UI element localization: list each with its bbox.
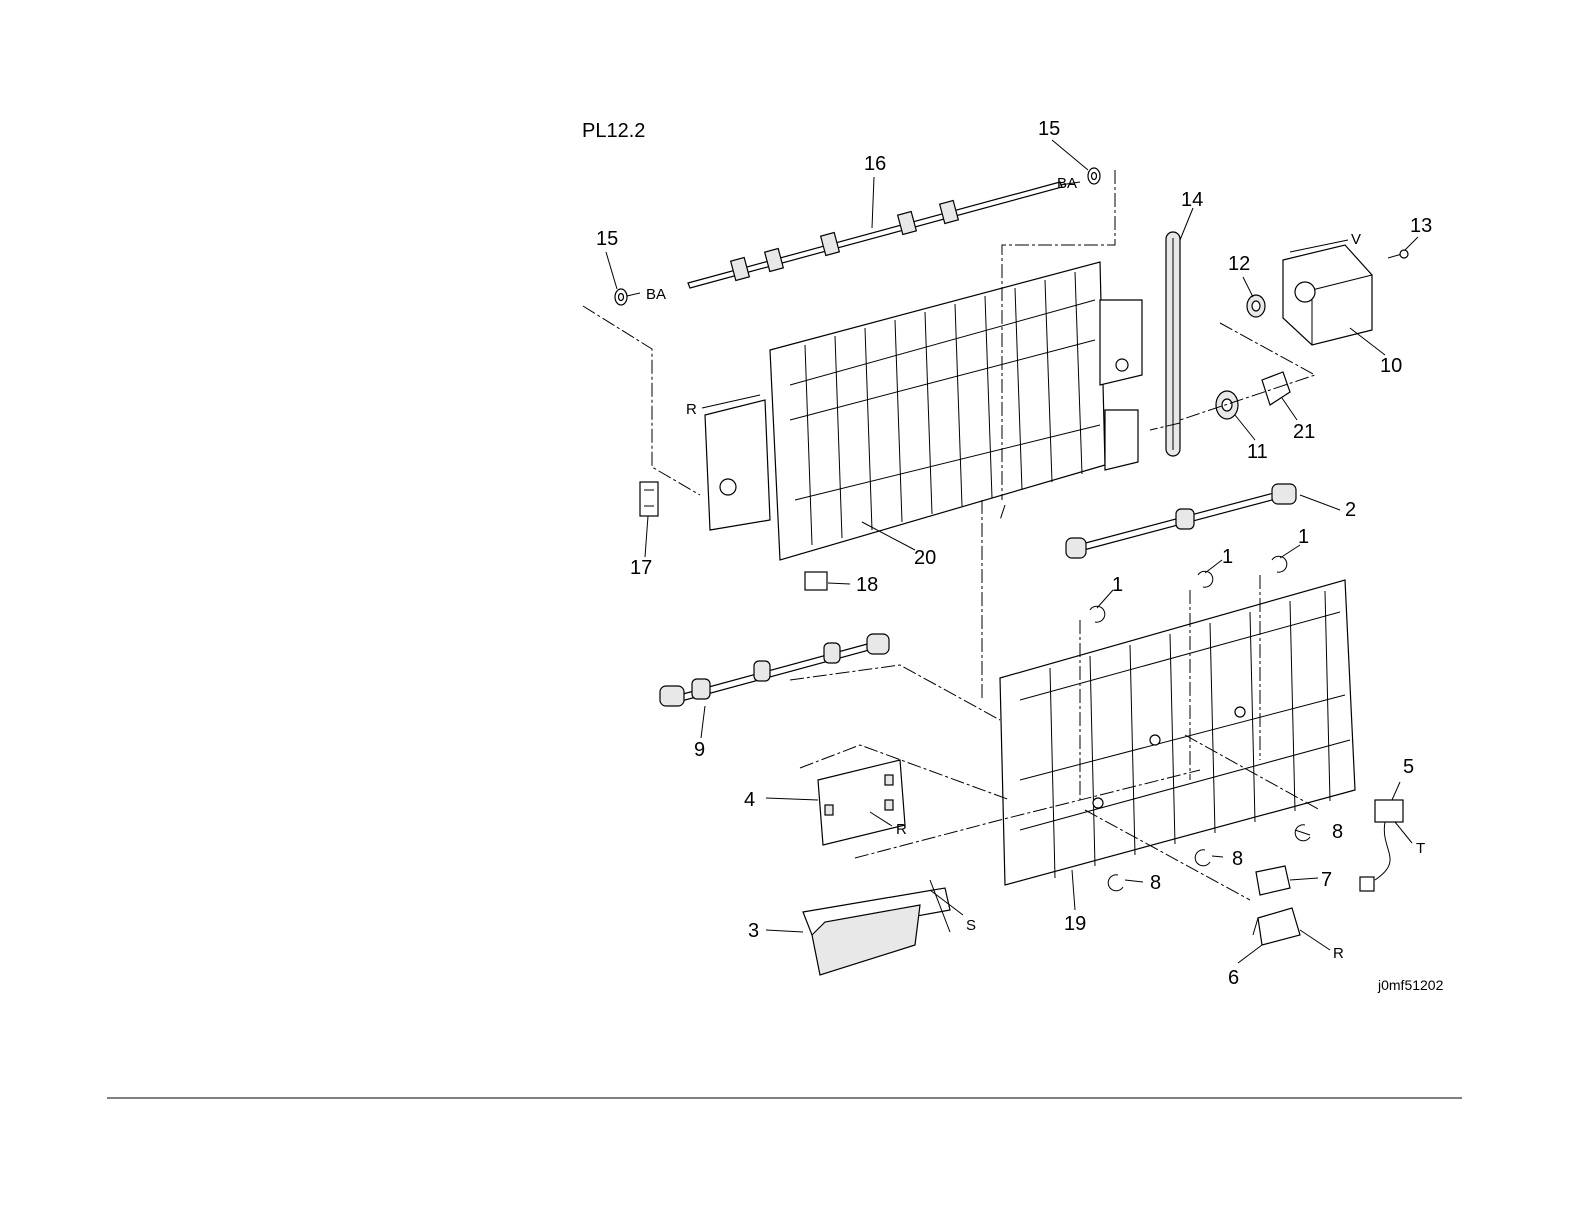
callout-21: 21 [1293, 421, 1315, 443]
figure-id: j0mf51202 [1377, 977, 1444, 993]
callout-1-mid: 1 [1222, 546, 1233, 568]
part-5-harness [1360, 800, 1403, 891]
ref-s: S [966, 917, 976, 934]
callout-2: 2 [1345, 499, 1356, 521]
ref-ba-right: BA [1057, 175, 1077, 192]
part-1-e-clip-b [1198, 571, 1213, 587]
part-1-e-clip-a [1090, 606, 1105, 622]
callout-14: 14 [1181, 189, 1203, 211]
part-15-bearing-right [1088, 168, 1100, 184]
callout-15-right: 15 [1038, 118, 1060, 140]
callout-19: 19 [1064, 913, 1086, 935]
callout-12: 12 [1228, 253, 1250, 275]
page-title: PL12.2 [582, 120, 645, 142]
part-6-sensor-bracket [1253, 908, 1300, 945]
part-15-bearing-left [615, 289, 627, 305]
part-7-sensor [1256, 866, 1290, 895]
callout-5: 5 [1403, 756, 1414, 778]
callout-13: 13 [1410, 215, 1432, 237]
part-8-e-clip-c [1108, 875, 1123, 891]
ref-ba-left: BA [646, 286, 666, 303]
part-11-gear-pulley [1216, 391, 1238, 419]
callout-8-mid: 8 [1232, 848, 1243, 870]
callout-1-left: 1 [1112, 574, 1123, 596]
part-13-screw [1388, 250, 1408, 258]
callout-6: 6 [1228, 967, 1239, 989]
callout-3: 3 [748, 920, 759, 942]
callout-7: 7 [1321, 869, 1332, 891]
callout-18: 18 [856, 574, 878, 596]
part-20-upper-chute-assembly [705, 262, 1142, 560]
part-2-exit-roll [1066, 484, 1296, 558]
part-9-feed-roll [660, 634, 889, 706]
part-14-drive-belt [1166, 232, 1180, 456]
part-19-lower-chute-assembly [1000, 580, 1355, 885]
part-10-drive-motor [1283, 245, 1372, 345]
callout-8-right: 8 [1332, 821, 1343, 843]
callout-15-left: 15 [596, 228, 618, 250]
callout-16: 16 [864, 153, 886, 175]
part-17-bracket [640, 482, 658, 516]
callout-8-left: 8 [1150, 872, 1161, 894]
callout-20: 20 [914, 547, 936, 569]
ref-r-upper: R [686, 401, 697, 418]
part-18-clip [805, 572, 827, 590]
callout-9: 9 [694, 739, 705, 761]
callout-1-right: 1 [1298, 526, 1309, 548]
ref-v: V [1351, 231, 1361, 248]
part-8-e-clip-b [1195, 850, 1210, 866]
part-12-gear [1247, 295, 1265, 317]
part-3-cover [803, 880, 950, 975]
callout-10: 10 [1380, 355, 1402, 377]
part-1-e-clip-c [1272, 556, 1287, 572]
part-4-pwb [818, 760, 905, 845]
ref-r-bracket: R [1333, 945, 1344, 962]
callout-11: 11 [1247, 441, 1268, 463]
ref-t: T [1416, 840, 1425, 857]
part-16-roll-shaft [688, 182, 1062, 288]
callout-4: 4 [744, 789, 755, 811]
callout-17: 17 [630, 557, 652, 579]
ref-r-pwb: R [896, 821, 907, 838]
